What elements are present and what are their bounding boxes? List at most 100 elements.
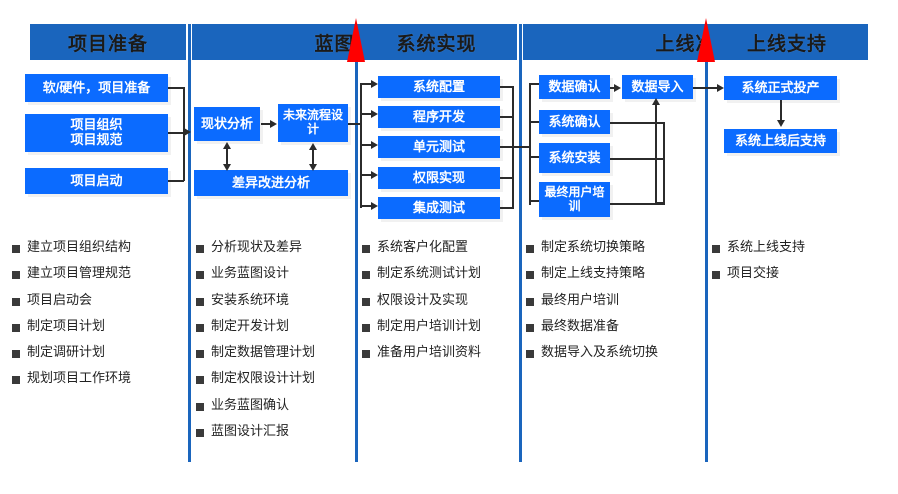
bullet-square-icon [362,271,370,280]
bullet-square-icon [12,245,20,253]
list-item: 项目交接 [712,265,872,281]
list-item: 系统客户化配置 [362,239,517,254]
box-dev[interactable]: 程序开发 [378,106,500,128]
box-data-confirm[interactable]: 数据确认 [539,75,610,99]
bullet-square-icon [362,323,370,332]
deliverables-golive-support: 系统上线支持项目交接 [712,239,872,293]
bullet-square-icon [196,245,204,253]
box-as-is[interactable]: 现状分析 [194,107,260,141]
box-sys-install[interactable]: 系统安装 [539,143,610,173]
list-item: 最终数据准备 [526,317,701,333]
list-item: 安装系统环境 [196,292,351,307]
list-item-label: 分析现状及差异 [211,239,303,254]
phase-header-prep: 项目准备 [30,24,186,60]
connector-golive-merge-bus [663,122,665,203]
bullet-square-icon [12,350,20,359]
connector-asis-gap-arrow-up [223,142,231,149]
column-rule-2 [355,24,358,462]
list-item: 制定系统切换策略 [526,239,701,254]
list-item-label: 最终数据准备 [541,317,620,333]
box-sys-config[interactable]: 系统配置 [378,76,500,98]
bullet-square-icon [712,271,720,280]
connector-asis-tobe [261,123,271,125]
list-item-label: 制定系统切换策略 [541,239,646,254]
box-go-production[interactable]: 系统正式投产 [724,76,837,100]
connector-dataimport-production [693,87,719,89]
bullet-square-icon [196,429,204,438]
connector-realize-merge-bus [512,86,514,208]
connector-prep-2 [168,132,184,134]
box-data-import[interactable]: 数据导入 [622,75,693,99]
connector-tobe-out [348,123,362,125]
connector-sysconfirm-up [610,122,665,124]
box-org-standard[interactable]: 项目组织 项目规范 [25,114,168,152]
list-item-label: 最终用户培训 [541,291,620,307]
box-hw-sw-prep[interactable]: 软/硬件，项目准备 [25,74,168,102]
box-post-support[interactable]: 系统上线后支持 [724,129,837,153]
connector-realize-in-1 [360,83,372,85]
connector-realize-arrow-4 [371,171,378,179]
list-item: 制定系统测试计划 [362,265,517,281]
list-item: 蓝图设计汇报 [196,423,351,438]
list-item-label: 项目启动会 [27,291,93,307]
blueprint-signoff-milestone-icon [347,18,365,62]
list-item-label: 制定系统测试计划 [377,265,482,281]
box-auth-impl[interactable]: 权限实现 [378,167,500,189]
box-to-be[interactable]: 未来流程设计 [278,104,348,142]
box-gap-analysis[interactable]: 差异改进分析 [194,170,348,196]
connector-tobe-gap [312,148,314,165]
list-item-label: 制定项目计划 [27,317,106,333]
connector-realize-out-1 [500,86,514,88]
list-item-label: 建立项目组织结构 [27,239,132,254]
bullet-square-icon [196,297,204,306]
list-item: 规划项目工作环境 [12,371,182,385]
list-item-label: 数据导入及系统切换 [541,344,659,360]
list-item-label: 建立项目管理规范 [27,265,132,281]
box-unit-test[interactable]: 单元测试 [378,136,500,158]
list-item: 制定项目计划 [12,317,182,333]
bullet-square-icon [12,271,20,280]
connector-realize-arrow-1 [371,80,378,88]
box-sys-confirm[interactable]: 系统确认 [539,110,610,134]
list-item-label: 规划项目工作环境 [27,370,132,386]
bullet-square-icon [526,245,534,253]
connector-realize-arrow-5 [371,202,378,210]
deliverables-golive-prep: 制定系统切换策略制定上线支持策略最终用户培训最终数据准备数据导入及系统切换 [526,239,701,371]
connector-realize-out-3 [500,146,530,148]
connector-production-support-arrow [777,120,785,127]
bullet-square-icon [712,245,720,253]
connector-realize-arrow-2 [371,110,378,118]
list-item-label: 系统客户化配置 [377,239,469,254]
list-item: 最终用户培训 [526,291,701,307]
connector-tobe-gap-arrow-up [309,143,317,150]
connector-dataimport-arrow-up [652,98,660,105]
list-item-label: 项目交接 [727,265,780,281]
list-item: 系统上线支持 [712,239,872,254]
phase-header-realize: 系统实现 [356,24,517,60]
bullet-square-icon [196,271,204,280]
deliverables-blueprint: 分析现状及差异业务蓝图设计安装系统环境制定开发计划制定数据管理计划制定权限设计计… [196,239,351,450]
list-item-label: 制定开发计划 [211,317,290,333]
bullet-square-icon [526,271,534,280]
connector-dataconfirm-arrow [614,84,621,92]
connector-prep4-in-4 [529,200,541,202]
list-item: 制定权限设计计划 [196,371,351,385]
connector-asis-tobe-arrow [270,120,277,128]
connector-production-arrow [717,84,724,92]
list-item: 业务蓝图设计 [196,265,351,281]
connector-dataconfirm-dataimport [610,87,616,89]
box-enduser-train[interactable]: 最终用户培训 [539,182,610,217]
list-item: 制定数据管理计划 [196,344,351,359]
list-item-label: 业务蓝图设计 [211,265,290,281]
connector-prep-arrow [184,128,191,136]
bullet-square-icon [12,323,20,332]
bullet-square-icon [362,350,370,359]
list-item: 建立项目管理规范 [12,265,182,281]
connector-dataimport-feed [655,103,657,204]
list-item-label: 业务蓝图确认 [211,396,290,412]
box-kickoff[interactable]: 项目启动 [25,168,168,194]
bullet-square-icon [526,350,534,359]
connector-prep4-in-3 [529,156,541,158]
box-integ-test[interactable]: 集成测试 [378,197,500,219]
